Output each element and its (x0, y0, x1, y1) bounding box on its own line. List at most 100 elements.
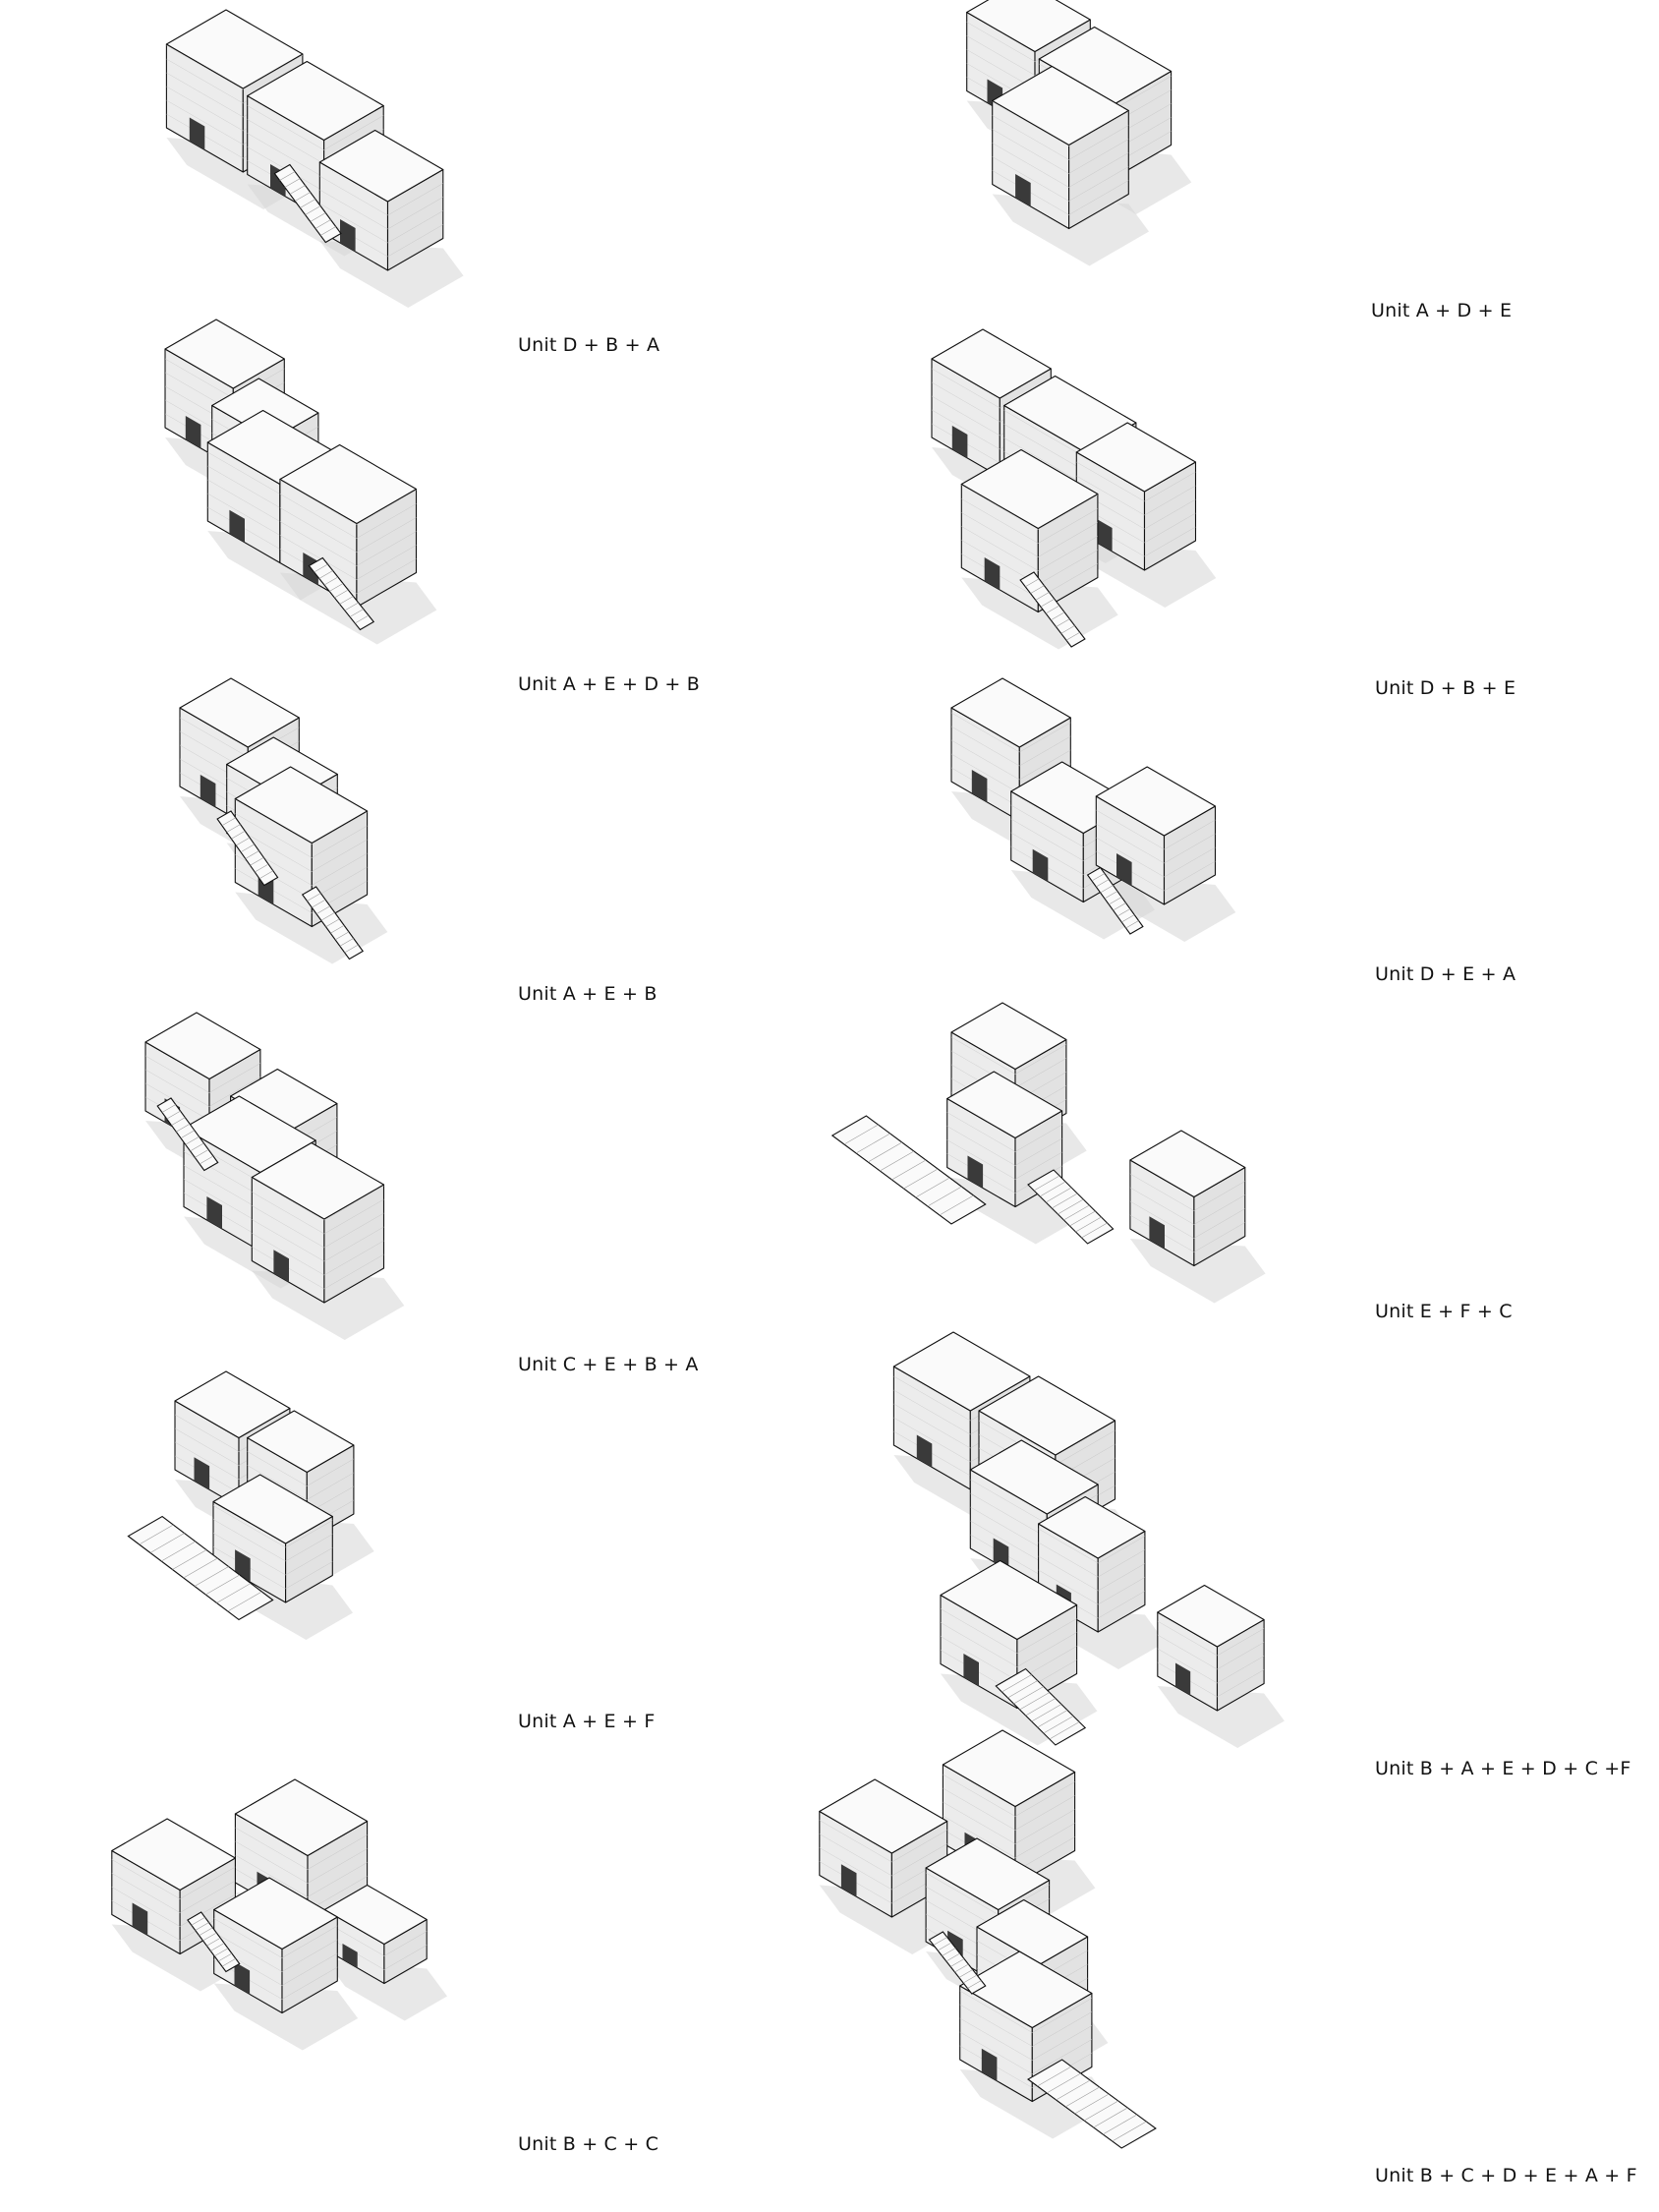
building-block (1129, 1130, 1246, 1267)
panel-unit-d-e-a: Unit D + E + A (826, 677, 1659, 1042)
door-opening (840, 1864, 857, 1897)
building-block (251, 1141, 385, 1304)
stair (1026, 2059, 1157, 2149)
building-block (1075, 422, 1197, 571)
door-opening (1175, 1662, 1191, 1696)
door-opening (189, 117, 205, 150)
panel-unit-a-e-d-b: Unit A + E + D + B (0, 319, 826, 718)
door-opening (967, 1155, 984, 1189)
door-opening (1116, 853, 1132, 886)
door-opening (971, 770, 988, 802)
door-opening (1015, 174, 1031, 206)
building-block (318, 129, 444, 271)
door-opening (1097, 519, 1113, 552)
building-block (1157, 1584, 1265, 1712)
massing-diagram (819, 1729, 1157, 2149)
door-opening (916, 1434, 933, 1468)
building-block (279, 443, 418, 609)
panel-unit-d-b-e: Unit D + B + E (826, 328, 1659, 718)
building-block (1038, 1495, 1146, 1633)
massing-diagram (830, 1002, 1266, 1304)
caption: Unit B + C + D + E + A + F (1375, 2165, 1637, 2186)
panel-unit-b-c-d-e-a-f: Unit B + C + D + E + A + F (819, 1729, 1659, 2212)
building-block (819, 1778, 948, 1918)
stair (1027, 1169, 1115, 1245)
caption: Unit B + C + C (518, 2133, 659, 2155)
building-block (213, 1877, 338, 2014)
door-opening (1032, 848, 1049, 882)
panel-unit-c-e-b-a: Unit C + E + B + A (0, 1012, 826, 1386)
panel-unit-b-a-e-d-c-f: Unit B + A + E + D + C +F (826, 1331, 1659, 1779)
stair (995, 1667, 1087, 1746)
building-block (212, 1474, 333, 1603)
stair (187, 1911, 241, 1973)
cast-shadow (1157, 1686, 1285, 1748)
door-opening (234, 1961, 251, 1995)
massing-diagram (144, 1012, 405, 1340)
caption: Unit A + E + F (518, 1711, 656, 1732)
stair (830, 1115, 987, 1225)
caption: Unit D + B + A (518, 334, 660, 356)
cast-shadow (992, 194, 1149, 266)
building-block (234, 766, 369, 928)
stair (1019, 571, 1086, 648)
door-opening (951, 426, 968, 458)
stair (273, 163, 342, 244)
caption: Unit C + E + B + A (518, 1354, 699, 1375)
cast-shadow (252, 1270, 405, 1340)
door-opening (340, 219, 356, 252)
panel-unit-e-f-c: Unit E + F + C (826, 1002, 1659, 1386)
cast-shadow (319, 241, 464, 308)
cast-shadow (1129, 1239, 1266, 1304)
panel-unit-d-b-a: Unit D + B + A (0, 0, 826, 374)
door-opening (273, 1250, 289, 1283)
caption: Unit A + E + D + B (518, 673, 700, 695)
door-opening (185, 416, 201, 448)
caption: Unit D + B + E (1375, 677, 1516, 699)
building-block (992, 65, 1129, 230)
cast-shadow (213, 1983, 359, 2051)
door-opening (963, 1654, 979, 1686)
building-block (323, 1884, 428, 1985)
panel-unit-a-e-b: Unit A + E + B (0, 677, 826, 1042)
cast-shadow (324, 1958, 447, 2021)
stair (1086, 866, 1144, 935)
massing-diagram (111, 1778, 447, 2051)
panel-unit-a-d-e: Unit A + D + E (826, 0, 1659, 374)
caption: Unit B + A + E + D + C +F (1375, 1758, 1631, 1779)
caption: Unit D + E + A (1375, 963, 1516, 985)
massing-diagram (164, 319, 437, 645)
caption: Unit A + E + B (518, 983, 658, 1005)
stair (301, 886, 365, 960)
door-opening (206, 1196, 222, 1229)
door-opening (132, 1902, 148, 1936)
door-opening (342, 1944, 358, 1968)
massing-diagram (127, 1370, 374, 1640)
caption: Unit E + F + C (1375, 1301, 1513, 1322)
stair (127, 1515, 274, 1621)
door-opening (229, 509, 245, 543)
massing-diagram (892, 1331, 1285, 1748)
cast-shadow (1076, 541, 1217, 608)
cast-shadow (1096, 875, 1236, 942)
door-opening (194, 1457, 210, 1490)
massing-diagram (966, 0, 1192, 266)
stair (308, 556, 375, 631)
stair (156, 1097, 219, 1172)
building-block (940, 1559, 1078, 1710)
massing-diagram (165, 9, 464, 308)
panel-unit-b-c-c: Unit B + C + C (0, 1778, 826, 2212)
door-opening (984, 557, 1001, 590)
massing-diagram (179, 677, 388, 964)
massing-diagram (931, 328, 1217, 650)
door-opening (1149, 1216, 1165, 1250)
door-opening (200, 775, 216, 807)
stair (928, 1931, 987, 1995)
caption: Unit A + D + E (1371, 300, 1513, 321)
building-block (960, 448, 1099, 613)
massing-diagram (950, 677, 1236, 942)
stair (216, 810, 279, 887)
building-block (1095, 766, 1217, 905)
panel-unit-a-e-f: Unit A + E + F (0, 1370, 826, 1760)
